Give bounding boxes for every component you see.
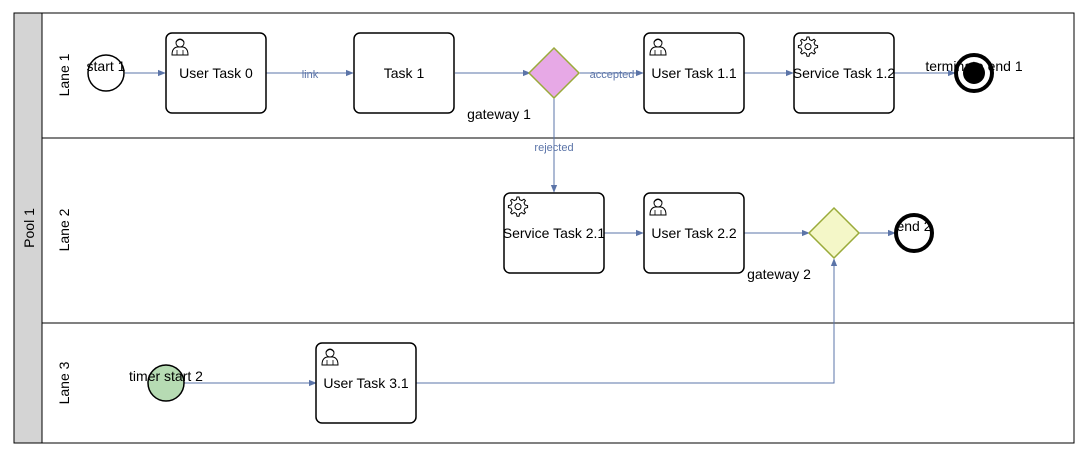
user-task-1-1-label: User Task 1.1 xyxy=(651,65,737,81)
service-task-1-2-label: Service Task 1.2 xyxy=(793,65,896,81)
flow-label-accepted: accepted xyxy=(590,69,635,81)
gateway-1[interactable] xyxy=(527,46,581,100)
user-task-1-1[interactable] xyxy=(643,32,745,114)
service-task-2-1-label: Service Task 2.1 xyxy=(503,225,606,241)
gear-icon xyxy=(797,36,819,57)
pool-header xyxy=(13,12,43,444)
flow-label-link: link xyxy=(302,69,319,81)
user-task-3-1[interactable] xyxy=(315,342,417,424)
terminate-end-event-1-dot xyxy=(963,62,985,84)
timer-start-event-2-label: timer start 2 xyxy=(129,368,203,384)
flow-label-rejected: rejected xyxy=(534,142,573,154)
end-event-2-label: end 2 xyxy=(896,218,931,234)
lane-2-label: Lane 2 xyxy=(56,208,72,251)
user-task-0-label: User Task 0 xyxy=(179,65,253,81)
timer-start-event-2[interactable] xyxy=(147,364,185,402)
user-task-2-2[interactable] xyxy=(643,192,745,274)
end-event-2[interactable] xyxy=(894,213,934,253)
start-event-1[interactable] xyxy=(87,54,125,92)
user-task-3-1-label: User Task 3.1 xyxy=(323,375,409,391)
gateway-1-label: gateway 1 xyxy=(467,106,531,122)
terminate-end-event-1-label: terminate end 1 xyxy=(925,58,1022,74)
gateway-2-label: gateway 2 xyxy=(747,266,811,282)
user-task-2-2-label: User Task 2.2 xyxy=(651,225,737,241)
gear-icon xyxy=(507,196,529,217)
lane-3-label: Lane 3 xyxy=(56,361,72,404)
lane-3[interactable] xyxy=(41,322,1075,444)
task-1-label: Task 1 xyxy=(384,65,425,81)
user-task-0[interactable] xyxy=(165,32,267,114)
task-1[interactable] xyxy=(353,32,455,114)
service-task-1-2[interactable] xyxy=(793,32,895,114)
pool-label: Pool 1 xyxy=(21,208,37,248)
service-task-2-1[interactable] xyxy=(503,192,605,274)
start-event-1-label: start 1 xyxy=(87,58,126,74)
gateway-2[interactable] xyxy=(807,206,861,260)
lane-1-label: Lane 1 xyxy=(56,53,72,96)
flow-usertask31-gateway2[interactable] xyxy=(416,258,838,384)
